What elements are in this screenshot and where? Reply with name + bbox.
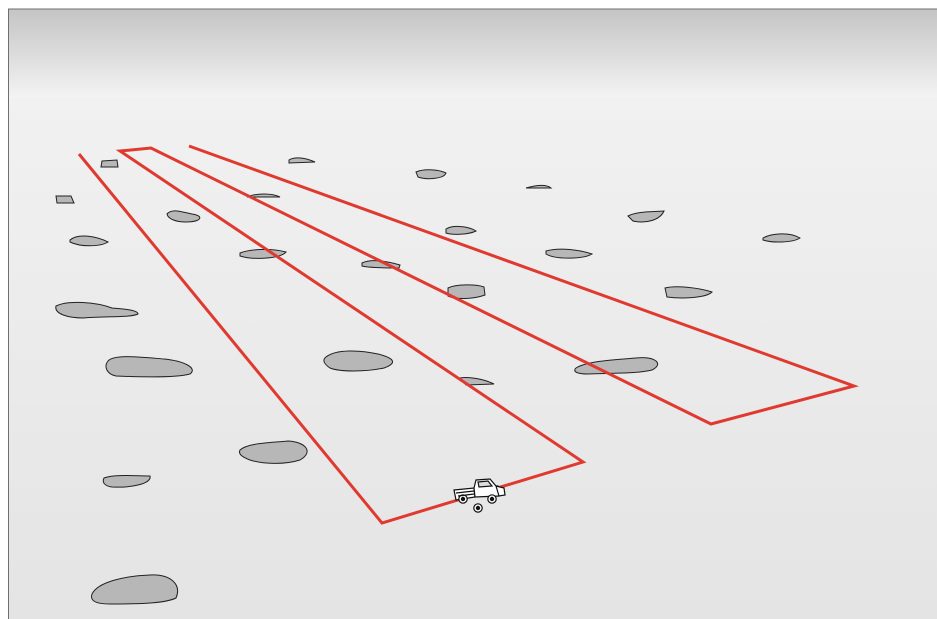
rock-icon: [101, 160, 118, 167]
sky: [8, 9, 937, 99]
rock-icon: [416, 170, 446, 179]
rock-icon: [56, 196, 74, 203]
